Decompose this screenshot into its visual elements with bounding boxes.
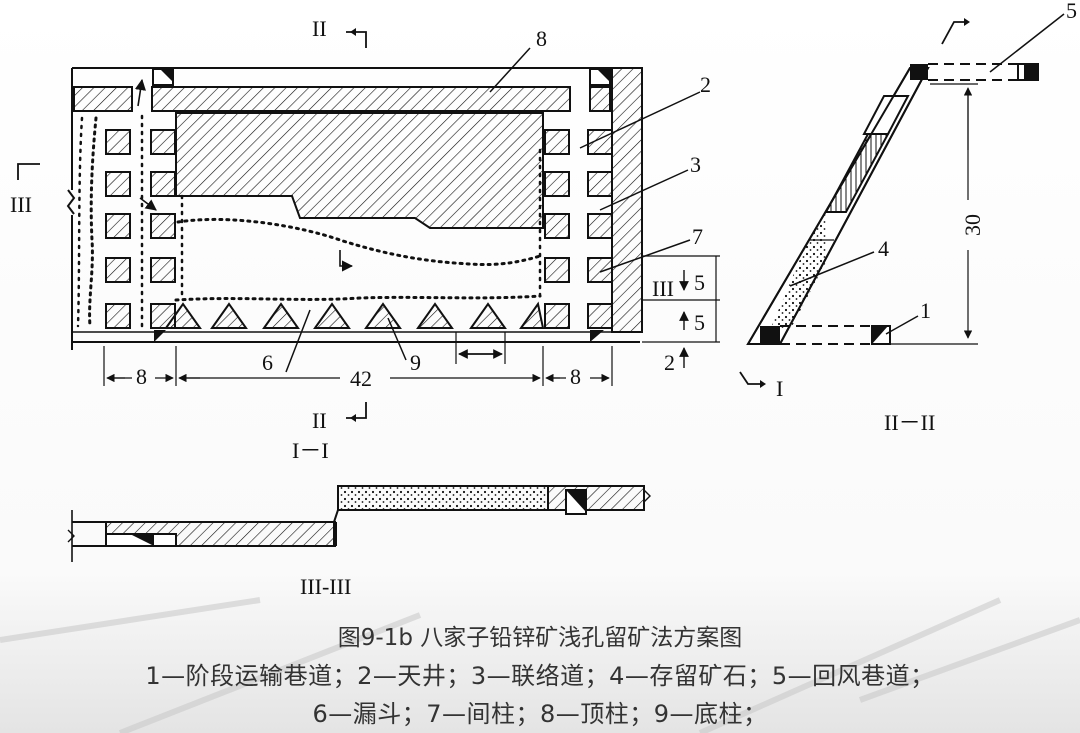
- figure-caption-title: 图9-1b 八家子铅锌矿浅孔留矿法方案图: [337, 625, 743, 651]
- callout-1: 1: [920, 298, 931, 323]
- section-II-II: [739, 13, 1065, 388]
- callout-3: 3: [690, 152, 701, 177]
- dim-left: 8: [136, 364, 147, 389]
- dim-middle: 42: [350, 366, 372, 391]
- dim-lower: 5: [694, 310, 705, 335]
- callout-2-lower: 2: [664, 350, 675, 375]
- figure-legend-line-2: 6—漏斗；7—间柱；8—顶柱；9—底柱；: [312, 700, 768, 728]
- callout-2: 2: [700, 72, 711, 97]
- callout-7: 7: [692, 224, 703, 249]
- ore-block: [175, 112, 544, 229]
- section-II-title: II－II: [884, 410, 935, 435]
- top-pillar-left: [73, 86, 133, 112]
- section-I-labels: II II III III 8 2 3 7 6 9 2 5 5 8 42 8 I…: [10, 16, 711, 463]
- section-III-title: III-III: [300, 574, 351, 599]
- dim-height-30: 30: [960, 214, 985, 236]
- stored-ore-strip: [337, 485, 549, 511]
- left-pillars: [105, 129, 176, 329]
- callout-5: 5: [1066, 0, 1077, 23]
- callout-6: 6: [262, 350, 273, 375]
- cut-III-label: III: [10, 192, 32, 217]
- cut-II-top-label: II: [312, 16, 327, 41]
- section-I-title: I－I: [292, 438, 329, 463]
- section-III-III: [67, 485, 651, 562]
- callout-9: 9: [410, 350, 421, 375]
- top-pillar: [151, 86, 571, 112]
- right-pillars: [544, 129, 613, 329]
- cut-III-right-label: III: [652, 276, 674, 301]
- callout-8: 8: [536, 26, 547, 51]
- stored-ore-line: [176, 217, 542, 266]
- cut-I-label: I: [776, 376, 783, 401]
- callout-4: 4: [878, 236, 889, 261]
- dim-right: 8: [570, 364, 581, 389]
- funnels: [164, 301, 545, 329]
- section-I-I: [17, 28, 720, 422]
- figure-legend-line-1: 1—阶段运输巷道；2—天井；3—联络道；4—存留矿石；5—回风巷道；: [145, 662, 935, 690]
- section-II-labels: 5 4 1 I 30 II－II: [776, 0, 1077, 435]
- dim-upper: 5: [694, 270, 705, 295]
- cut-II-bottom-label: II: [312, 408, 327, 433]
- right-pillar: [611, 67, 643, 333]
